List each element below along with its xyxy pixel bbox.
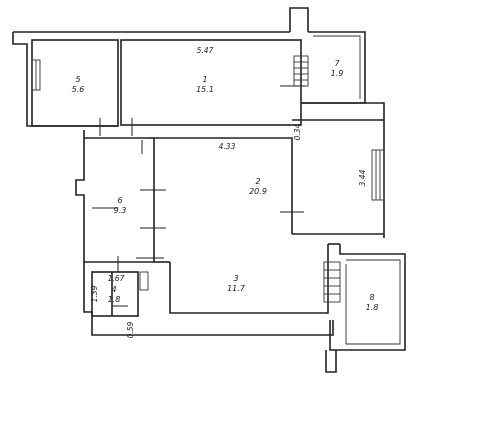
room-1-area: 15.1 — [196, 85, 214, 94]
room-7-area: 1.9 — [331, 69, 344, 78]
dim-room2-gap: 0.34 — [293, 123, 302, 140]
outer-walls — [12, 7, 406, 373]
windows — [31, 55, 385, 303]
room-6-number: 6 — [117, 196, 122, 205]
room-8-area: 1.8 — [366, 303, 379, 312]
room-5-area: 5.6 — [72, 85, 85, 94]
room-labels: 5 5.6 1 15.1 7 1.9 2 20.9 6 9.3 3 11.7 8… — [72, 59, 379, 312]
room-4-area: 1.8 — [108, 295, 121, 304]
room-5-number: 5 — [75, 75, 80, 84]
balcony-8-outline — [329, 244, 406, 351]
dim-wc-height: 1.39 — [90, 285, 99, 302]
room-8-number: 8 — [369, 293, 374, 302]
dim-wc-width: 1.67 — [108, 274, 125, 283]
room-2-area: 20.9 — [249, 187, 267, 196]
door-marks — [92, 85, 306, 307]
room-3-area: 11.7 — [227, 284, 246, 293]
dim-room1-width: 5.47 — [197, 46, 214, 55]
balcony-7-outline — [301, 31, 366, 104]
room-7-number: 7 — [334, 59, 340, 68]
dim-room2-width: 4.33 — [219, 142, 236, 151]
room-6-area: 9.3 — [114, 206, 127, 215]
room-1-number: 1 — [202, 75, 207, 84]
room-6-outline — [75, 130, 85, 262]
room-3-outline — [169, 244, 329, 314]
room-3-number: 3 — [233, 274, 238, 283]
room-4-outline — [91, 271, 139, 317]
room-2-outline — [154, 137, 293, 234]
dimension-labels: 5.47 4.33 0.34 3.44 1.67 1.39 0.59 — [90, 46, 367, 338]
dim-room2-height: 3.44 — [358, 169, 367, 186]
room-1-outline — [120, 39, 302, 126]
room-2-number: 2 — [255, 177, 260, 186]
dim-wc-depth: 0.59 — [126, 321, 135, 338]
room-4-number: 4 — [111, 285, 116, 294]
